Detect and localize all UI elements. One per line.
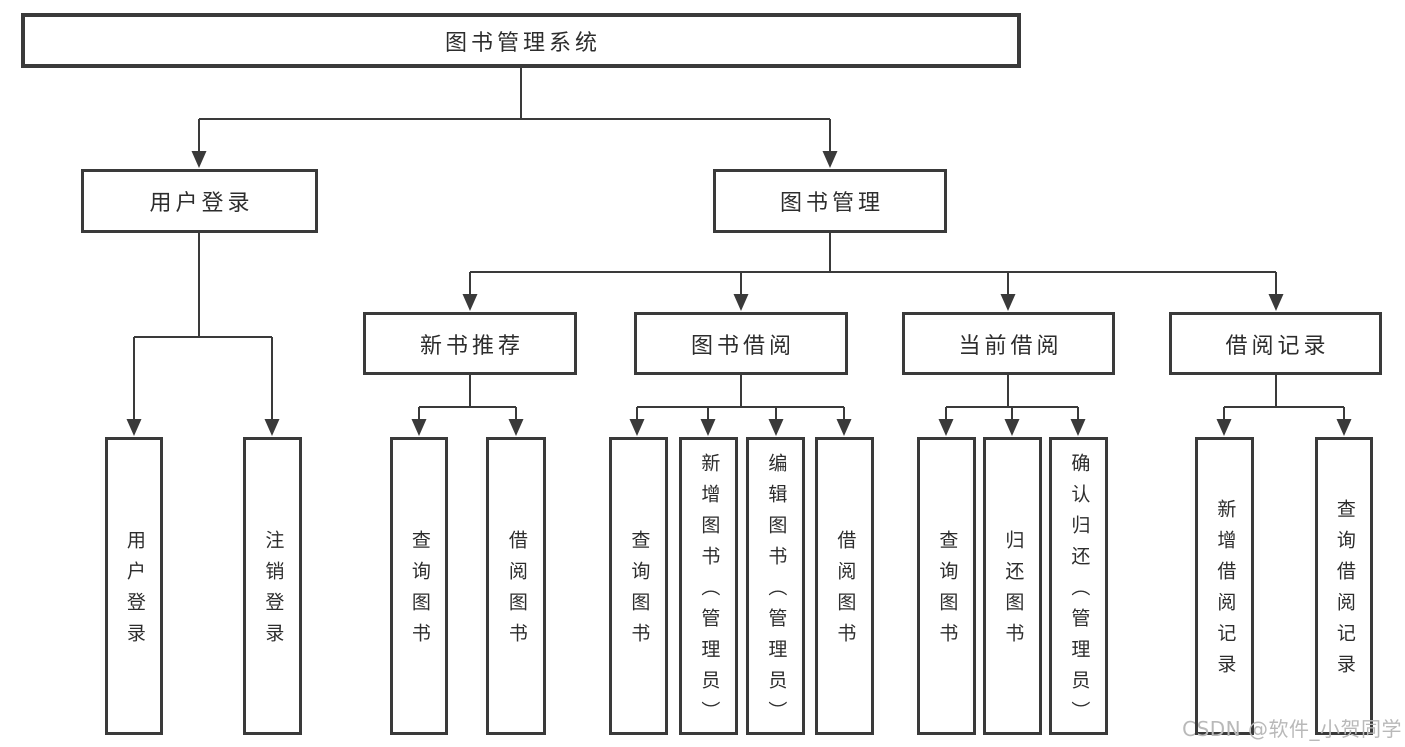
node-cb-confirm-return-admin: 确认归还（管理员） xyxy=(1049,437,1108,735)
connector-current-borrowing-to-leaves xyxy=(938,375,1086,436)
node-user-login: 用户登录 xyxy=(81,169,318,233)
node-br-add-borrow-record: 新增借阅记录 xyxy=(1195,437,1254,735)
node-book-management: 图书管理 xyxy=(713,169,947,233)
node-bb-edit-books-admin: 编辑图书（管理员） xyxy=(746,437,805,735)
node-new-book-recommendation: 新书推荐 xyxy=(363,312,577,375)
node-br-query-borrow-record: 查询借阅记录 xyxy=(1315,437,1373,735)
connector-borrowing-records-to-leaves xyxy=(1216,375,1352,436)
node-bb-add-books-admin: 新增图书（管理员） xyxy=(679,437,738,735)
node-label: 借阅图书 xyxy=(834,530,857,654)
node-label: 用户登录 xyxy=(123,530,146,654)
node-label: 查询图书 xyxy=(936,530,959,654)
connector-book-management-to-level3 xyxy=(462,233,1284,311)
connector-new-book-recommendation-to-leaves xyxy=(411,375,524,436)
node-label: 图书管理 xyxy=(779,191,884,216)
node-cb-return-books: 归还图书 xyxy=(983,437,1042,735)
node-label: 查询借阅记录 xyxy=(1333,499,1356,685)
node-label: 新增借阅记录 xyxy=(1214,499,1237,685)
watermark: CSDN @软件_小贺同学 xyxy=(1182,717,1402,741)
node-label: 归还图书 xyxy=(1002,530,1025,654)
connector-user-login-to-leaves xyxy=(126,233,280,436)
node-book-borrowing: 图书借阅 xyxy=(634,312,848,375)
node-library-management-system: 图书管理系统 xyxy=(21,13,1021,68)
node-current-borrowing: 当前借阅 xyxy=(902,312,1115,375)
node-label: 借阅图书 xyxy=(505,530,528,654)
node-label: 当前借阅 xyxy=(958,333,1063,359)
node-label: 新书推荐 xyxy=(419,333,524,359)
node-ul-logout: 注销登录 xyxy=(243,437,302,735)
node-nbr-query-books: 查询图书 xyxy=(390,437,448,735)
connector-root-to-level2 xyxy=(191,68,838,168)
node-bb-borrow-books: 借阅图书 xyxy=(815,437,874,735)
node-label: 编辑图书（管理员） xyxy=(765,452,788,732)
node-label: 借阅记录 xyxy=(1225,333,1330,359)
node-label: 注销登录 xyxy=(262,530,285,654)
node-ul-user-login: 用户登录 xyxy=(105,437,163,735)
node-borrowing-records: 借阅记录 xyxy=(1169,312,1382,375)
node-label: 图书借阅 xyxy=(690,333,795,359)
node-label: 用户登录 xyxy=(149,191,254,216)
node-label: 新增图书（管理员） xyxy=(698,452,721,732)
node-label: 查询图书 xyxy=(628,530,651,654)
node-label: 查询图书 xyxy=(408,530,431,654)
node-label: 确认归还（管理员） xyxy=(1068,452,1091,732)
node-nbr-borrow-books: 借阅图书 xyxy=(486,437,546,735)
node-bb-query-books: 查询图书 xyxy=(609,437,668,735)
node-label: 图书管理系统 xyxy=(444,30,601,56)
node-cb-query-books: 查询图书 xyxy=(917,437,976,735)
connector-book-borrowing-to-leaves xyxy=(629,375,852,436)
